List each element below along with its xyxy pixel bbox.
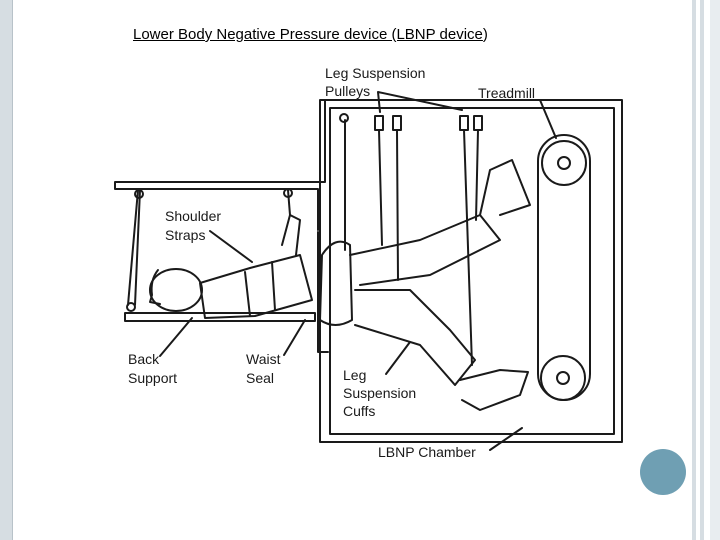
back-support-leader [159, 317, 193, 357]
pulley-4 [473, 115, 483, 131]
label-shoulder-straps-line1: Shoulder [165, 208, 221, 224]
label-leg-suspension-pulleys-line1: Leg Suspension [325, 65, 425, 81]
right-border-bar-2 [700, 0, 704, 540]
shoulder-straps-drawn [244, 261, 276, 317]
decorative-circle [640, 449, 686, 495]
label-waist-seal-line2: Seal [246, 370, 274, 386]
shoulder-straps-leader [209, 230, 253, 263]
cable-2 [378, 129, 399, 281]
chain-hook-left [134, 189, 144, 199]
cuffs-leader [385, 341, 411, 375]
label-shoulder-straps-line2: Straps [165, 227, 205, 243]
lbnp-chamber-outline [319, 99, 623, 443]
label-leg-suspension-cuffs-line3: Cuffs [343, 403, 375, 419]
chamber-upper-wall [114, 99, 326, 231]
waist-seal-leader [283, 319, 306, 356]
subject-foot-upper [479, 159, 531, 216]
treadmill-leader [539, 99, 557, 139]
subject-arm [281, 214, 301, 256]
back-support-chain-right [287, 189, 291, 216]
label-waist-seal-line1: Waist [246, 351, 281, 367]
label-leg-suspension-cuffs-line1: Leg [343, 367, 366, 383]
pulley-2 [392, 115, 402, 131]
left-border-line [12, 0, 13, 540]
cable-3 [463, 129, 479, 366]
label-lbnp-chamber: LBNP Chamber [378, 444, 476, 460]
label-back-support-line1: Back [128, 351, 160, 367]
pulleys-leader [377, 91, 463, 113]
slide-title: Lower Body Negative Pressure device (LBN… [133, 26, 573, 43]
slide-title-suffix: ) [482, 26, 488, 43]
left-border-decoration [0, 0, 12, 540]
label-leg-suspension-cuffs-line2: Suspension [343, 385, 416, 401]
subject-torso [199, 254, 313, 319]
subject-foot-lower [459, 369, 529, 411]
waist-seal [319, 240, 353, 326]
diagram-labels: Leg Suspension Pulleys Treadmill Shoulde… [128, 65, 535, 460]
slide-title-text: Lower Body Negative Pressure device (LBN… [133, 26, 483, 43]
subject-leg-lower [354, 289, 476, 386]
chamber-leader [489, 427, 523, 451]
back-support-chain-left [127, 189, 141, 306]
treadmill-roller-bottom [540, 355, 586, 401]
right-border-bar [692, 0, 696, 540]
label-leg-suspension-pulleys-line2: Pulleys [325, 83, 370, 99]
lbnp-chamber-inner [329, 107, 615, 435]
waist-seal-frame [317, 231, 329, 353]
subject-head [149, 268, 203, 312]
label-back-support-line2: Support [128, 370, 177, 386]
right-border-bar-3 [710, 0, 720, 540]
subject-leg-upper [349, 214, 501, 286]
chain-hook-right [283, 188, 293, 198]
label-treadmill: Treadmill [478, 85, 535, 101]
pulley-3 [459, 115, 469, 131]
pulley-1 [374, 115, 384, 131]
back-support-board [124, 312, 316, 322]
treadmill-roller-top [541, 140, 587, 186]
